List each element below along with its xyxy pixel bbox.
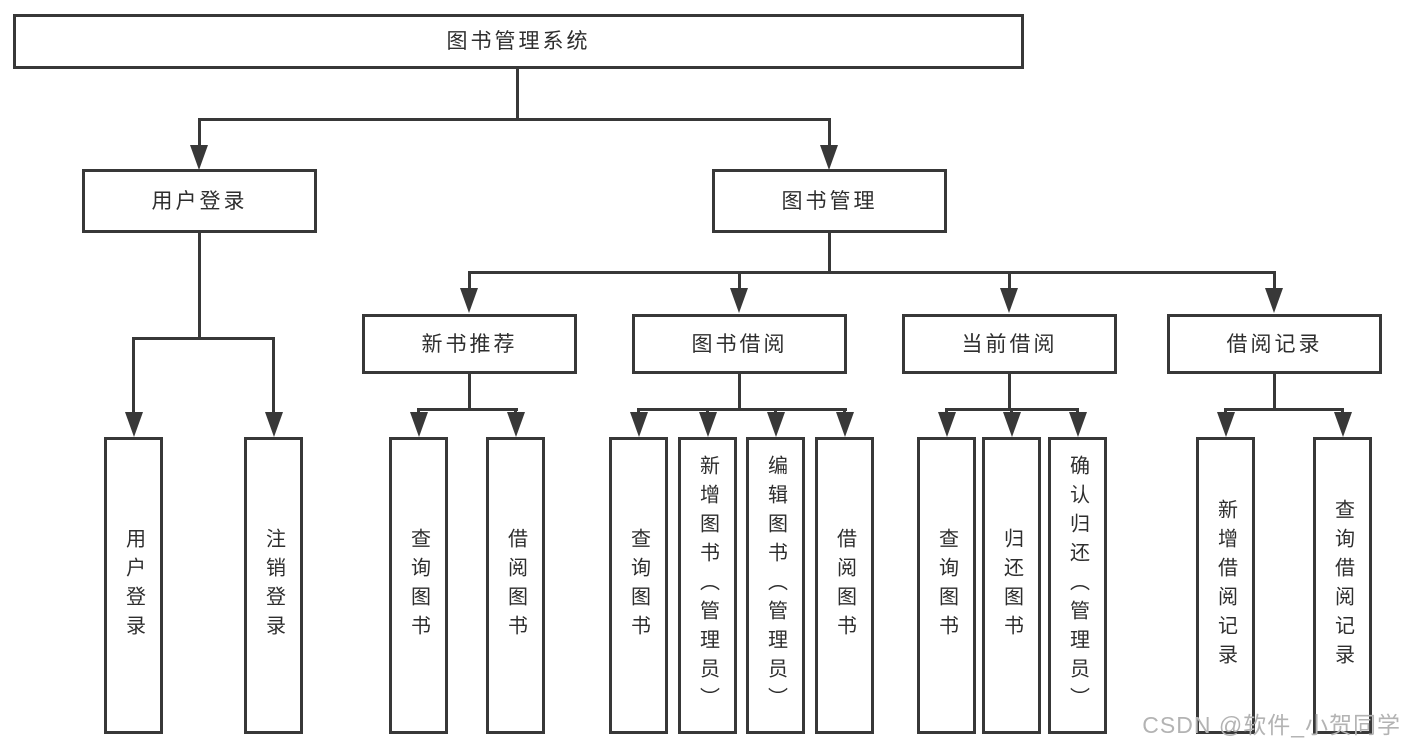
node-label: 新书推荐 bbox=[421, 332, 518, 356]
arrow-head-recommend bbox=[460, 288, 478, 313]
node-label: 注销登录 bbox=[262, 527, 285, 644]
arrow-head-borrow-leaf1 bbox=[630, 412, 648, 437]
node-book-management: 图书管理 bbox=[712, 169, 947, 233]
node-label: 查询图书 bbox=[935, 527, 958, 644]
leaf-borrow-add-books-admin: 新增图书（管理员） bbox=[678, 437, 737, 734]
leaf-logout: 注销登录 bbox=[244, 437, 303, 734]
arrow-head-login-leaf2 bbox=[265, 412, 283, 437]
node-label: 归还图书 bbox=[1000, 527, 1023, 644]
edge-book-mgmt-shaft bbox=[828, 118, 831, 146]
leaf-recommend-query-books: 查询图书 bbox=[389, 437, 448, 734]
leaf-borrow-edit-books-admin: 编辑图书（管理员） bbox=[746, 437, 805, 734]
arrow-head-borrow-leaf4 bbox=[836, 412, 854, 437]
arrow-head-recommend-leaf1 bbox=[410, 412, 428, 437]
arrow-head-records bbox=[1265, 288, 1283, 313]
arrow-head-user-login bbox=[190, 145, 208, 170]
arrow-head-login-leaf1 bbox=[125, 412, 143, 437]
leaf-records-query-record: 查询借阅记录 bbox=[1313, 437, 1372, 734]
arrow-head-current-leaf1 bbox=[938, 412, 956, 437]
node-book-borrowing: 图书借阅 bbox=[632, 314, 847, 374]
arrow-head-records-leaf1 bbox=[1217, 412, 1235, 437]
node-label: 查询图书 bbox=[627, 527, 650, 644]
edge-borrow-stem bbox=[738, 374, 741, 410]
leaf-user-login: 用户登录 bbox=[104, 437, 163, 734]
node-label: 用户登录 bbox=[122, 527, 145, 644]
node-label: 用户登录 bbox=[151, 189, 248, 213]
edge-current-stem bbox=[1008, 374, 1011, 410]
edge-current-shaft bbox=[1008, 271, 1011, 290]
leaf-current-query-books: 查询图书 bbox=[917, 437, 976, 734]
arrow-head-borrow bbox=[730, 288, 748, 313]
node-label: 借阅记录 bbox=[1226, 332, 1323, 356]
edge-records-bar bbox=[1224, 408, 1344, 411]
node-label: 确认归还（管理员） bbox=[1066, 455, 1089, 716]
edge-login-bar bbox=[132, 337, 275, 340]
node-user-login: 用户登录 bbox=[82, 169, 317, 233]
arrow-head-current bbox=[1000, 288, 1018, 313]
edge-borrow-bar bbox=[637, 408, 847, 411]
watermark: CSDN @软件_小贺同学 bbox=[1142, 712, 1401, 738]
leaf-current-return-books: 归还图书 bbox=[982, 437, 1041, 734]
edge-login-leaf1-shaft bbox=[132, 337, 135, 413]
edge-mgmt-bar bbox=[468, 271, 1276, 274]
edge-recommend-stem bbox=[468, 374, 471, 410]
node-label: 图书借阅 bbox=[691, 332, 788, 356]
leaf-borrow-query-books: 查询图书 bbox=[609, 437, 668, 734]
leaf-borrow-borrow-books: 借阅图书 bbox=[815, 437, 874, 734]
node-label: 借阅图书 bbox=[833, 527, 856, 644]
node-current-borrowing: 当前借阅 bbox=[902, 314, 1117, 374]
leaf-recommend-borrow-books: 借阅图书 bbox=[486, 437, 545, 734]
node-label: 新增借阅记录 bbox=[1214, 498, 1237, 673]
edge-mgmt-stem bbox=[828, 233, 831, 274]
node-label: 新增图书（管理员） bbox=[696, 455, 719, 716]
edge-login-stem bbox=[198, 233, 201, 340]
node-label: 当前借阅 bbox=[961, 332, 1058, 356]
arrow-head-current-leaf3 bbox=[1069, 412, 1087, 437]
arrow-head-records-leaf2 bbox=[1334, 412, 1352, 437]
arrow-head-recommend-leaf2 bbox=[507, 412, 525, 437]
arrow-head-borrow-leaf2 bbox=[699, 412, 717, 437]
node-library-management-system: 图书管理系统 bbox=[13, 14, 1024, 69]
edge-user-login-shaft bbox=[198, 118, 201, 146]
node-new-book-recommend: 新书推荐 bbox=[362, 314, 577, 374]
edge-login-leaf2-shaft bbox=[272, 337, 275, 413]
edge-borrow-shaft bbox=[738, 271, 741, 290]
node-label: 图书管理 bbox=[781, 189, 878, 213]
node-label: 编辑图书（管理员） bbox=[764, 455, 787, 716]
node-label: 查询图书 bbox=[407, 527, 430, 644]
node-label: 图书管理系统 bbox=[446, 30, 591, 53]
edge-recommend-shaft bbox=[468, 271, 471, 290]
edge-records-stem bbox=[1273, 374, 1276, 410]
node-label: 借阅图书 bbox=[504, 527, 527, 644]
leaf-current-confirm-return-admin: 确认归还（管理员） bbox=[1048, 437, 1107, 734]
node-borrowing-records: 借阅记录 bbox=[1167, 314, 1382, 374]
edge-records-shaft bbox=[1273, 271, 1276, 290]
node-label: 查询借阅记录 bbox=[1331, 498, 1354, 673]
edge-recommend-bar bbox=[417, 408, 518, 411]
arrow-head-current-leaf2 bbox=[1003, 412, 1021, 437]
leaf-records-add-record: 新增借阅记录 bbox=[1196, 437, 1255, 734]
arrow-head-book-mgmt bbox=[820, 145, 838, 170]
edge-root-bar bbox=[198, 118, 831, 121]
arrow-head-borrow-leaf3 bbox=[767, 412, 785, 437]
edge-root-stem bbox=[516, 69, 519, 118]
